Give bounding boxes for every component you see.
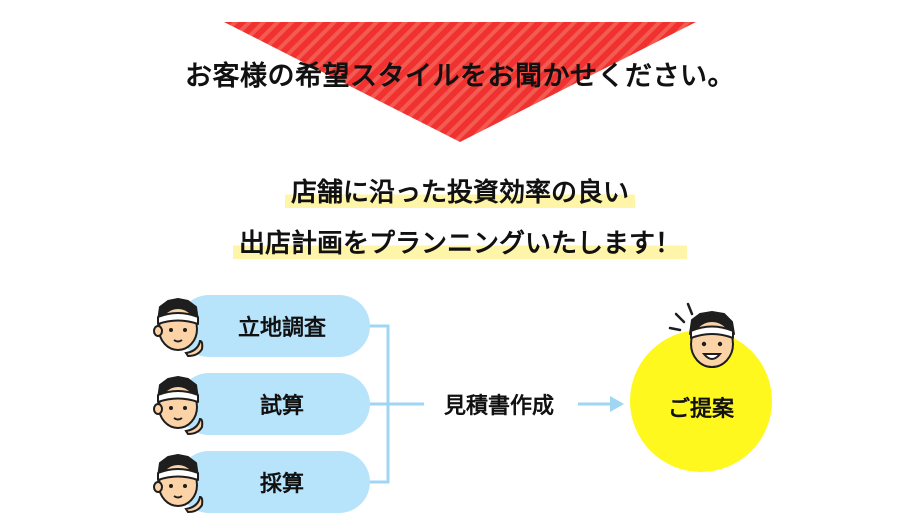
- headline-line-1: 店舗に沿った投資効率の良い: [0, 172, 920, 209]
- step-label: 試算: [259, 394, 304, 419]
- right-arrow-icon: [578, 396, 624, 412]
- step-label: 立地調査: [237, 316, 326, 341]
- worker-face-icon: [153, 454, 204, 513]
- exclamation-lines-icon: [668, 302, 694, 332]
- worker-face-icon: [668, 302, 735, 368]
- banner-text: お客様の希望スタイルをお聞かせください。: [185, 61, 735, 92]
- headline-line-2: 出店計画をプランニングいたします！: [0, 223, 920, 260]
- step-pill-site-survey: 立地調査: [178, 295, 370, 357]
- step-pill-profitability: 採算: [178, 451, 370, 513]
- headline-line-2-text: 出店計画をプランニングいたします！: [232, 229, 687, 259]
- result-label: ご提案: [667, 397, 734, 422]
- worker-face-icon: [153, 376, 204, 435]
- headline-line-1-text: 店舗に沿った投資効率の良い: [284, 178, 635, 208]
- worker-face-icon: [153, 298, 204, 357]
- step-label: 採算: [259, 472, 304, 497]
- step-pill-estimate: 試算: [178, 373, 370, 435]
- banner-arrow: [224, 22, 696, 142]
- merge-label: 見積書作成: [443, 394, 554, 419]
